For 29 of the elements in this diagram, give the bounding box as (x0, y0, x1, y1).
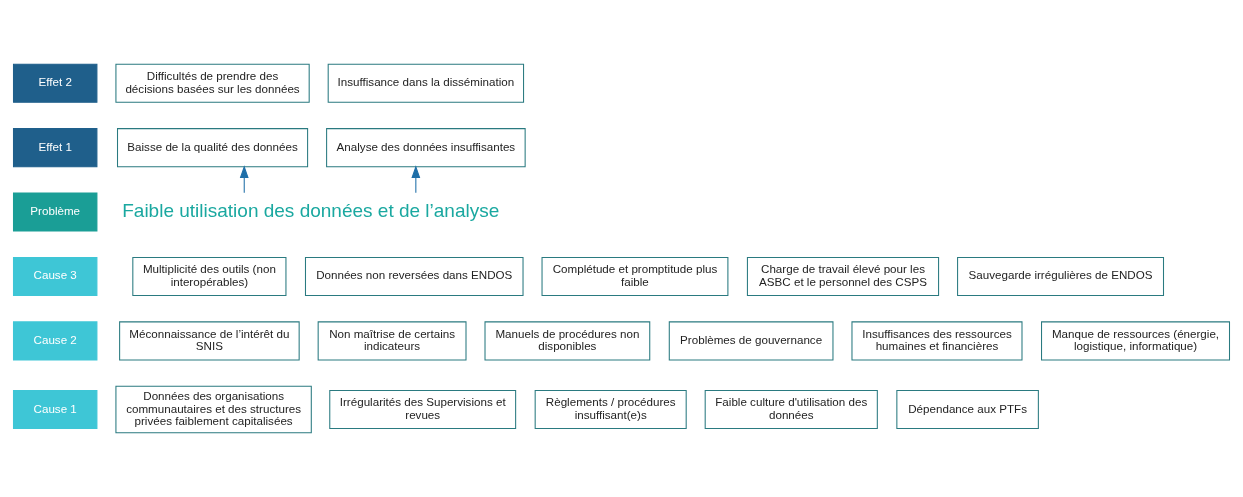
node-box: Faible culture d'utilisation des données (704, 390, 878, 430)
arrow (411, 165, 421, 194)
node-box: Insuffisance dans la dissémination (327, 63, 525, 103)
node-box: Non maîtrise de certains indicateurs (317, 321, 467, 361)
arrow (239, 165, 249, 194)
node-box: Complétude et promptitude plus faible (541, 256, 729, 296)
node-box: Problème (12, 192, 98, 232)
node-box: Difficultés de prendre des décisions basées sur les données (115, 63, 310, 103)
node-box: Manuels de procédures non disponibles (484, 321, 651, 361)
node-box: Effet 1 (12, 128, 98, 168)
node-box: Méconnaissance de l’intérêt du SNIS (119, 321, 300, 361)
node-text: Faible utilisation des données et de l’analyse (122, 199, 500, 221)
node-box: Problèmes de gouvernance (668, 321, 834, 361)
node-box: Dépendance aux PTFs (896, 390, 1039, 430)
node-box: Cause 1 (12, 390, 98, 430)
node-box: Cause 3 (12, 256, 98, 296)
node-box: Irrégularités des Supervisions et revues (329, 390, 517, 430)
node-box: Données non reversées dans ENDOS (304, 256, 524, 296)
node-box: Analyse des données insuffisantes (326, 128, 526, 168)
node-box: Effet 2 (12, 63, 98, 103)
node-box: Manque de ressources (énergie, logistique, informatique) (1041, 321, 1231, 361)
node-box: Règlements / procédures insuffisant(e)s (534, 390, 687, 430)
node-box: Insuffisances des ressources humaines et financières (851, 321, 1023, 361)
node-box: Sauvegarde irrégulières de ENDOS (957, 256, 1165, 296)
node-box: Cause 2 (12, 321, 98, 361)
node-box: Multiplicité des outils (non interopérables) (132, 256, 287, 296)
node-box: Baisse de la qualité des données (117, 128, 309, 168)
node-box: Données des organisations communautaires et des structures privées faiblement capitalisées (115, 385, 312, 434)
node-box: Charge de travail élevé pour les ASBC et le personnel des CSPS (746, 256, 940, 296)
